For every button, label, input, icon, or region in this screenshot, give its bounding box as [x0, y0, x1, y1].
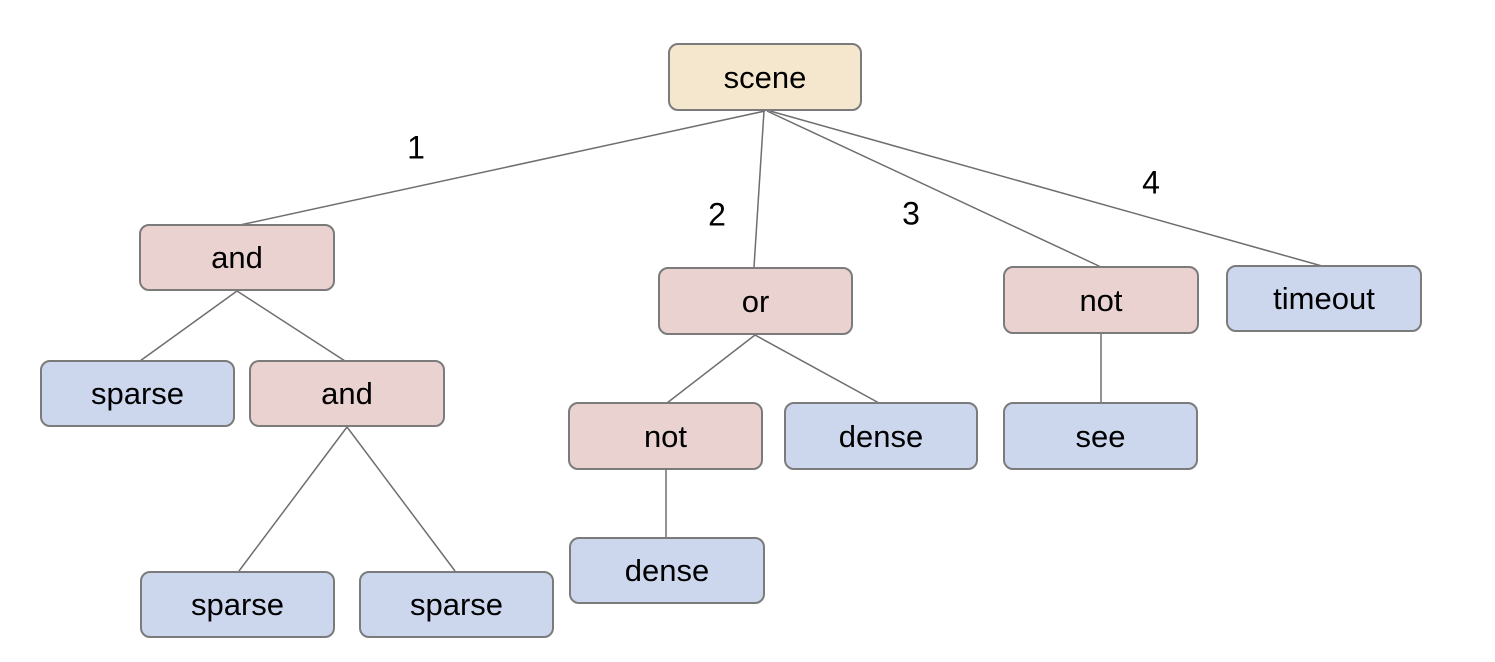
edge-label-1: 1: [407, 129, 425, 166]
edge-or-dense: [754, 334, 880, 404]
edge-scene-timeout: [769, 110, 1323, 267]
node-sparse-2: sparse: [140, 571, 335, 638]
node-and-1: and: [139, 224, 335, 291]
edge-scene-and: [239, 110, 766, 226]
node-not-2: not: [568, 402, 763, 470]
edge-label-3: 3: [902, 195, 920, 232]
node-scene: scene: [668, 43, 862, 111]
node-sparse-1: sparse: [40, 360, 235, 427]
node-or: or: [658, 267, 853, 335]
edge-label-2: 2: [708, 196, 726, 233]
node-see: see: [1003, 402, 1198, 470]
edge-and-sparse: [139, 290, 238, 362]
node-dense-2: dense: [569, 537, 765, 604]
edge-and2-sparse3: [346, 426, 456, 572]
edge-or-not: [666, 334, 756, 404]
node-timeout: timeout: [1226, 265, 1422, 332]
node-dense-1: dense: [784, 402, 978, 470]
edge-and2-sparse2: [238, 426, 348, 572]
node-and-2: and: [249, 360, 445, 427]
edge-and-and: [236, 290, 346, 362]
edge-scene-or: [753, 110, 765, 268]
edge-scene-not: [766, 110, 1102, 268]
edge-label-4: 4: [1142, 164, 1160, 201]
node-not-1: not: [1003, 266, 1199, 334]
node-sparse-3: sparse: [359, 571, 554, 638]
